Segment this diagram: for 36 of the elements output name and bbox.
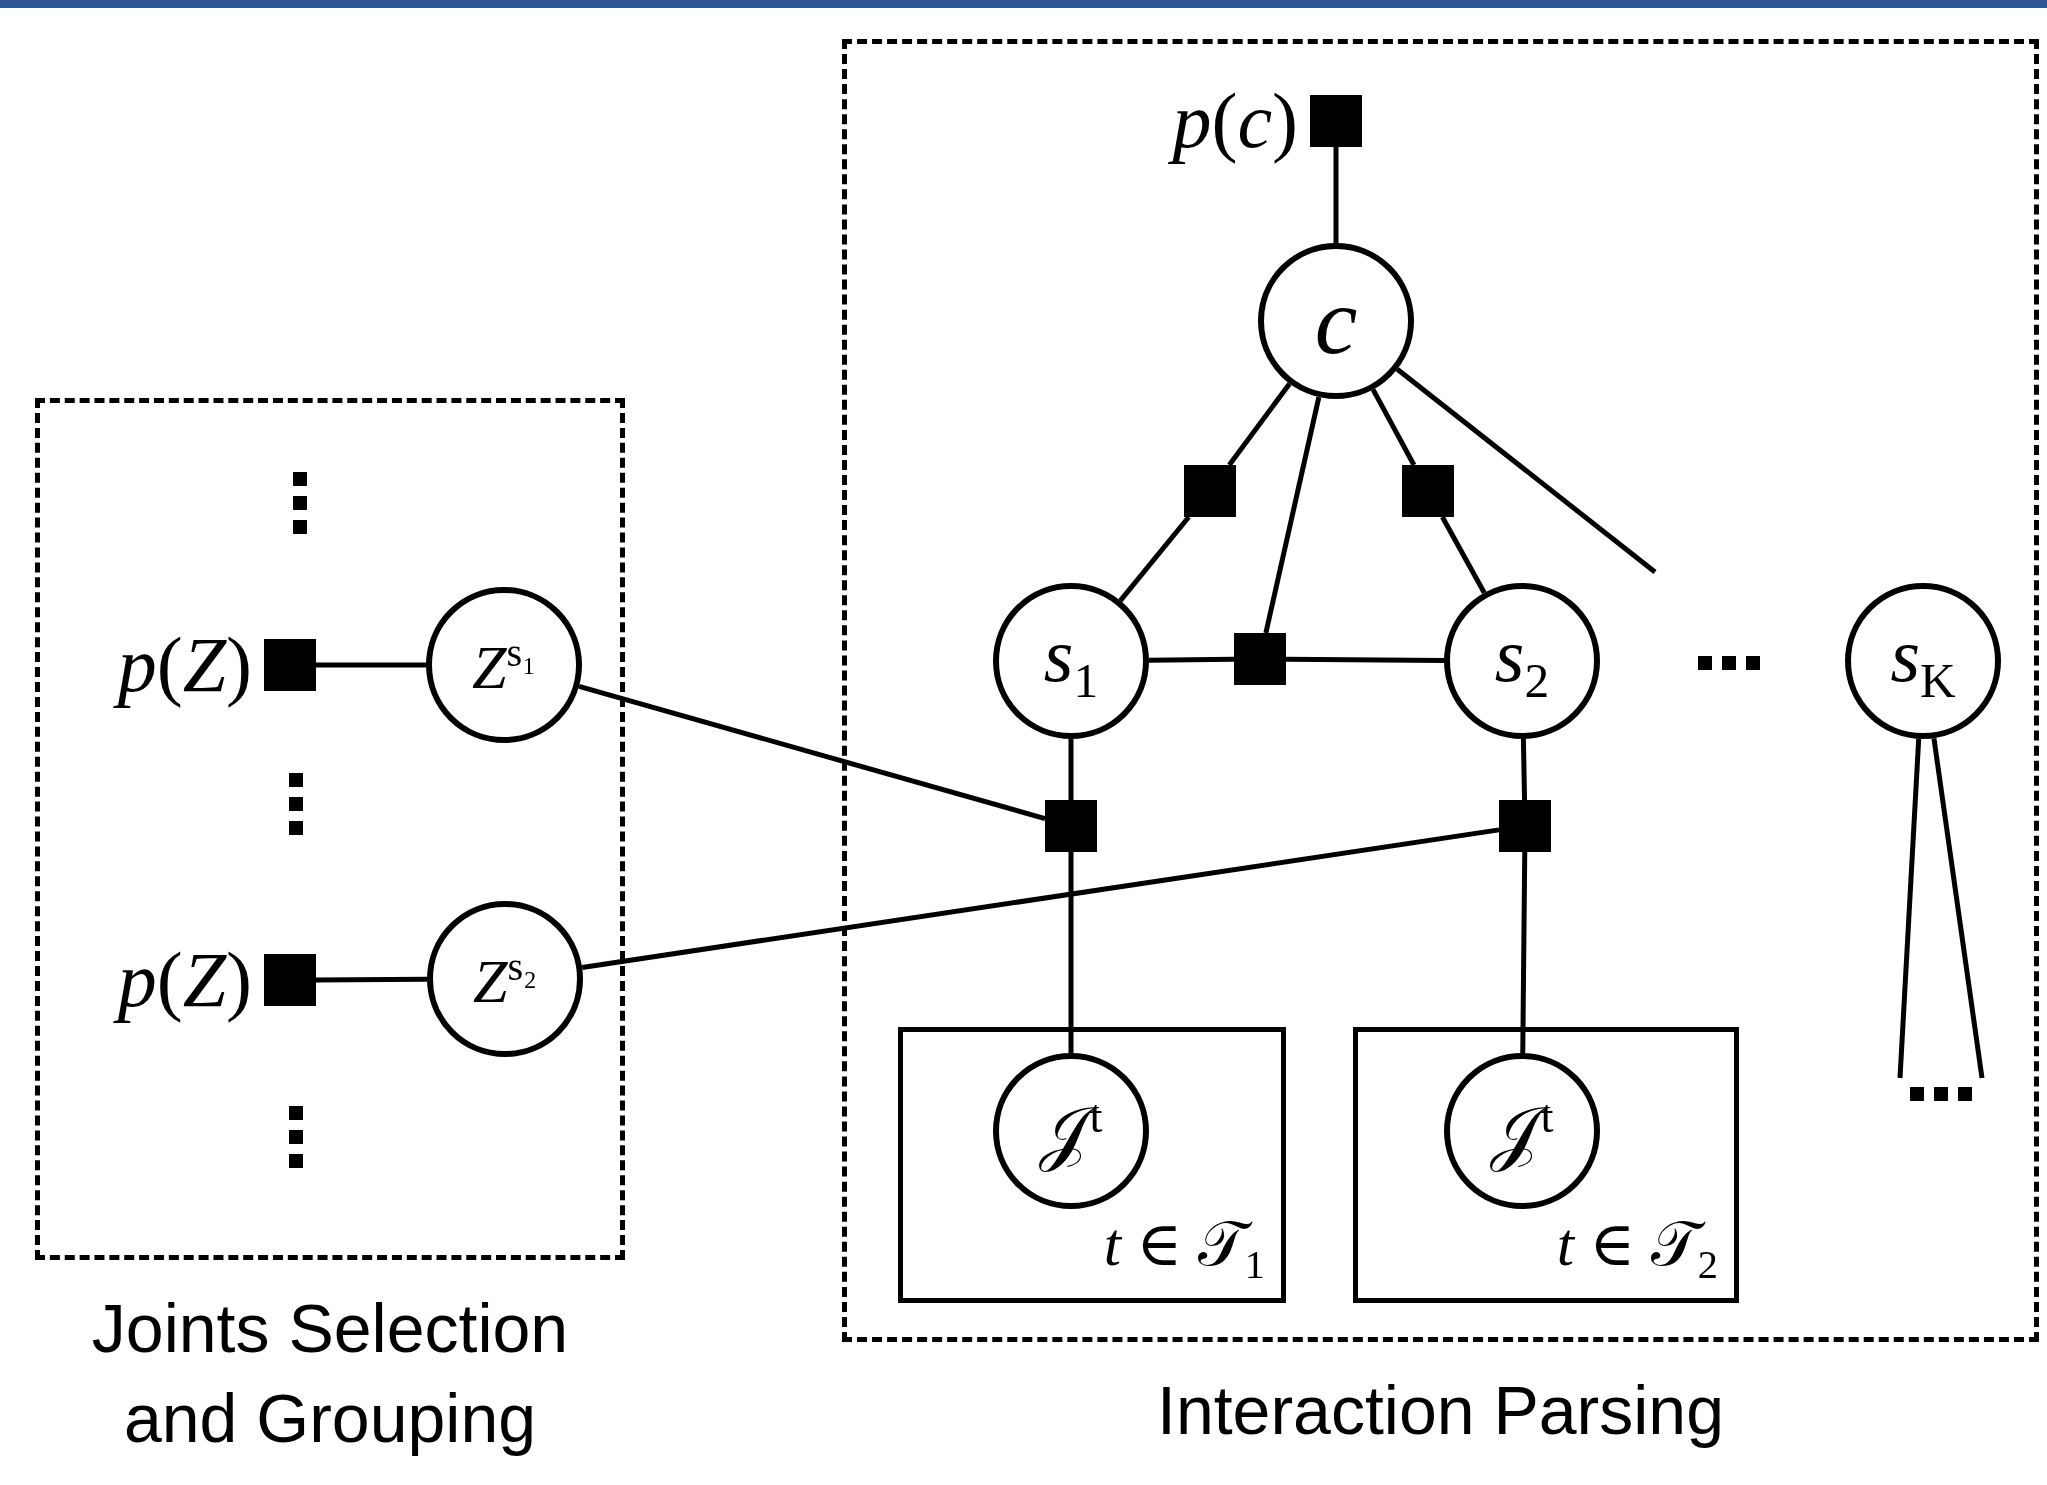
variable-label: Z$^{s₁}$: [471, 632, 537, 698]
factor-edge: [1068, 852, 1074, 1053]
variable-label: s$_{1}$: [1043, 616, 1099, 706]
factor-edge: [1227, 382, 1292, 467]
plate-label: t ∈ 𝒯$_{2}$: [1556, 1213, 1718, 1286]
variable-label: s$_{2}$: [1494, 616, 1550, 706]
plate-box: [898, 1027, 1286, 1303]
factor-edge: [1520, 738, 1528, 801]
factor-edge: [1263, 396, 1322, 634]
group-heading: Joints Selection and Grouping: [90, 1289, 570, 1458]
group-heading: Interaction Parsing: [1156, 1371, 1725, 1450]
factor-edge: [1520, 852, 1528, 1054]
factor-square: [1402, 465, 1454, 517]
factor-edge: [1370, 388, 1417, 467]
factor-square: [1184, 465, 1236, 517]
factor-edge: [1897, 738, 1922, 1079]
factor-edge: [1333, 147, 1339, 243]
factor-edge: [316, 662, 426, 668]
factor-edge: [1395, 367, 1657, 574]
factor-square: [1499, 800, 1551, 852]
variable-label: c: [1314, 273, 1358, 369]
factor-edge: [1148, 656, 1235, 663]
factor-square: [1045, 800, 1097, 852]
factor-edge: [1931, 737, 1985, 1079]
factor-edge: [1068, 739, 1074, 800]
plate-label: t ∈ 𝒯$_{1}$: [1103, 1213, 1265, 1286]
factor-edge: [316, 976, 427, 983]
plate-box: [1353, 1027, 1739, 1303]
factor-edge: [1440, 515, 1487, 594]
factor-edge: [578, 683, 1046, 822]
factor-edge: [1118, 515, 1191, 603]
factor-edge: [1286, 656, 1444, 663]
variable-label: s$_{K}$: [1890, 616, 1956, 706]
variable-label: Z$^{s₂}$: [472, 946, 538, 1012]
factor-edge: [581, 827, 1500, 970]
factor-square: [1234, 633, 1286, 685]
